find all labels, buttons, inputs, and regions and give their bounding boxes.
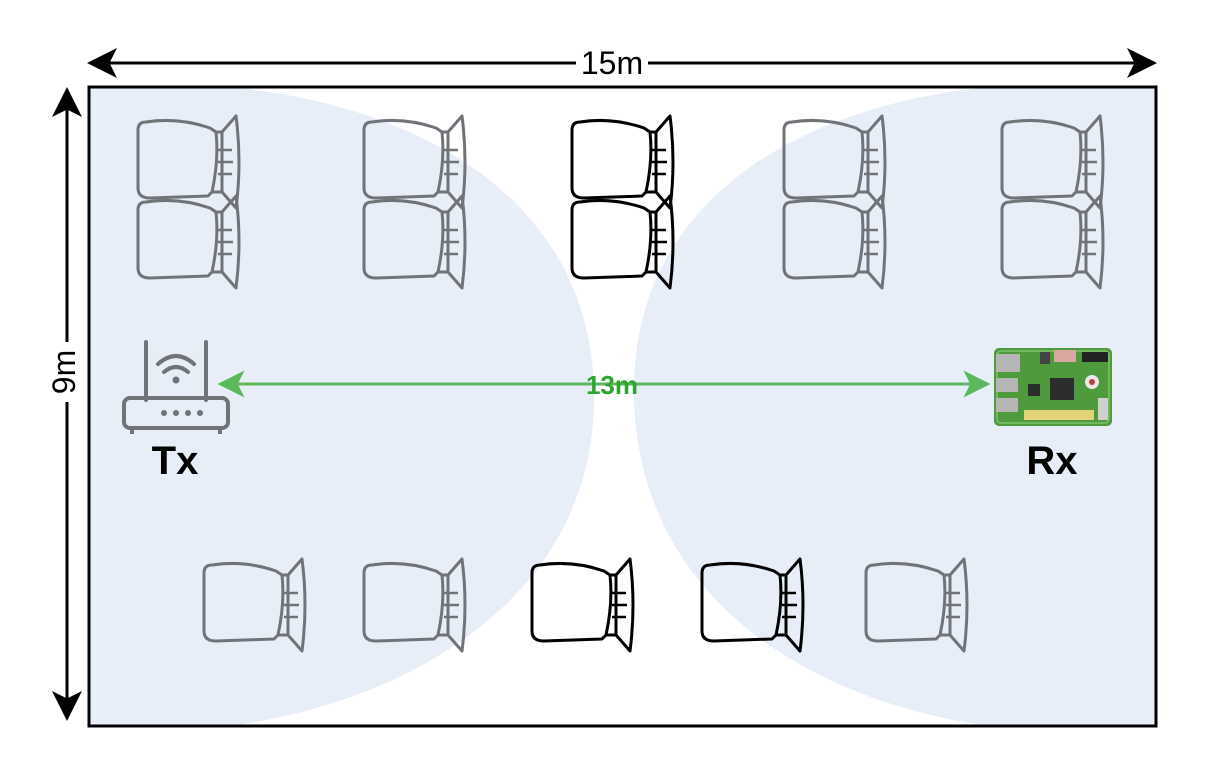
rx-label: Rx [1026,439,1077,483]
width-dimension: 15m [87,44,1157,81]
raspberry-pi-board-icon [994,348,1112,426]
room-border [87,85,1158,728]
height-label: 9m [46,350,82,394]
link-distance: 13m [217,370,991,400]
link-distance-label: 13m [586,370,638,400]
width-label: 15m [581,45,643,81]
signal-coverage-gap [230,87,990,726]
height-dimension: 9m [46,87,84,721]
tx-label: Tx [152,439,199,483]
wifi-router-icon [122,340,230,434]
